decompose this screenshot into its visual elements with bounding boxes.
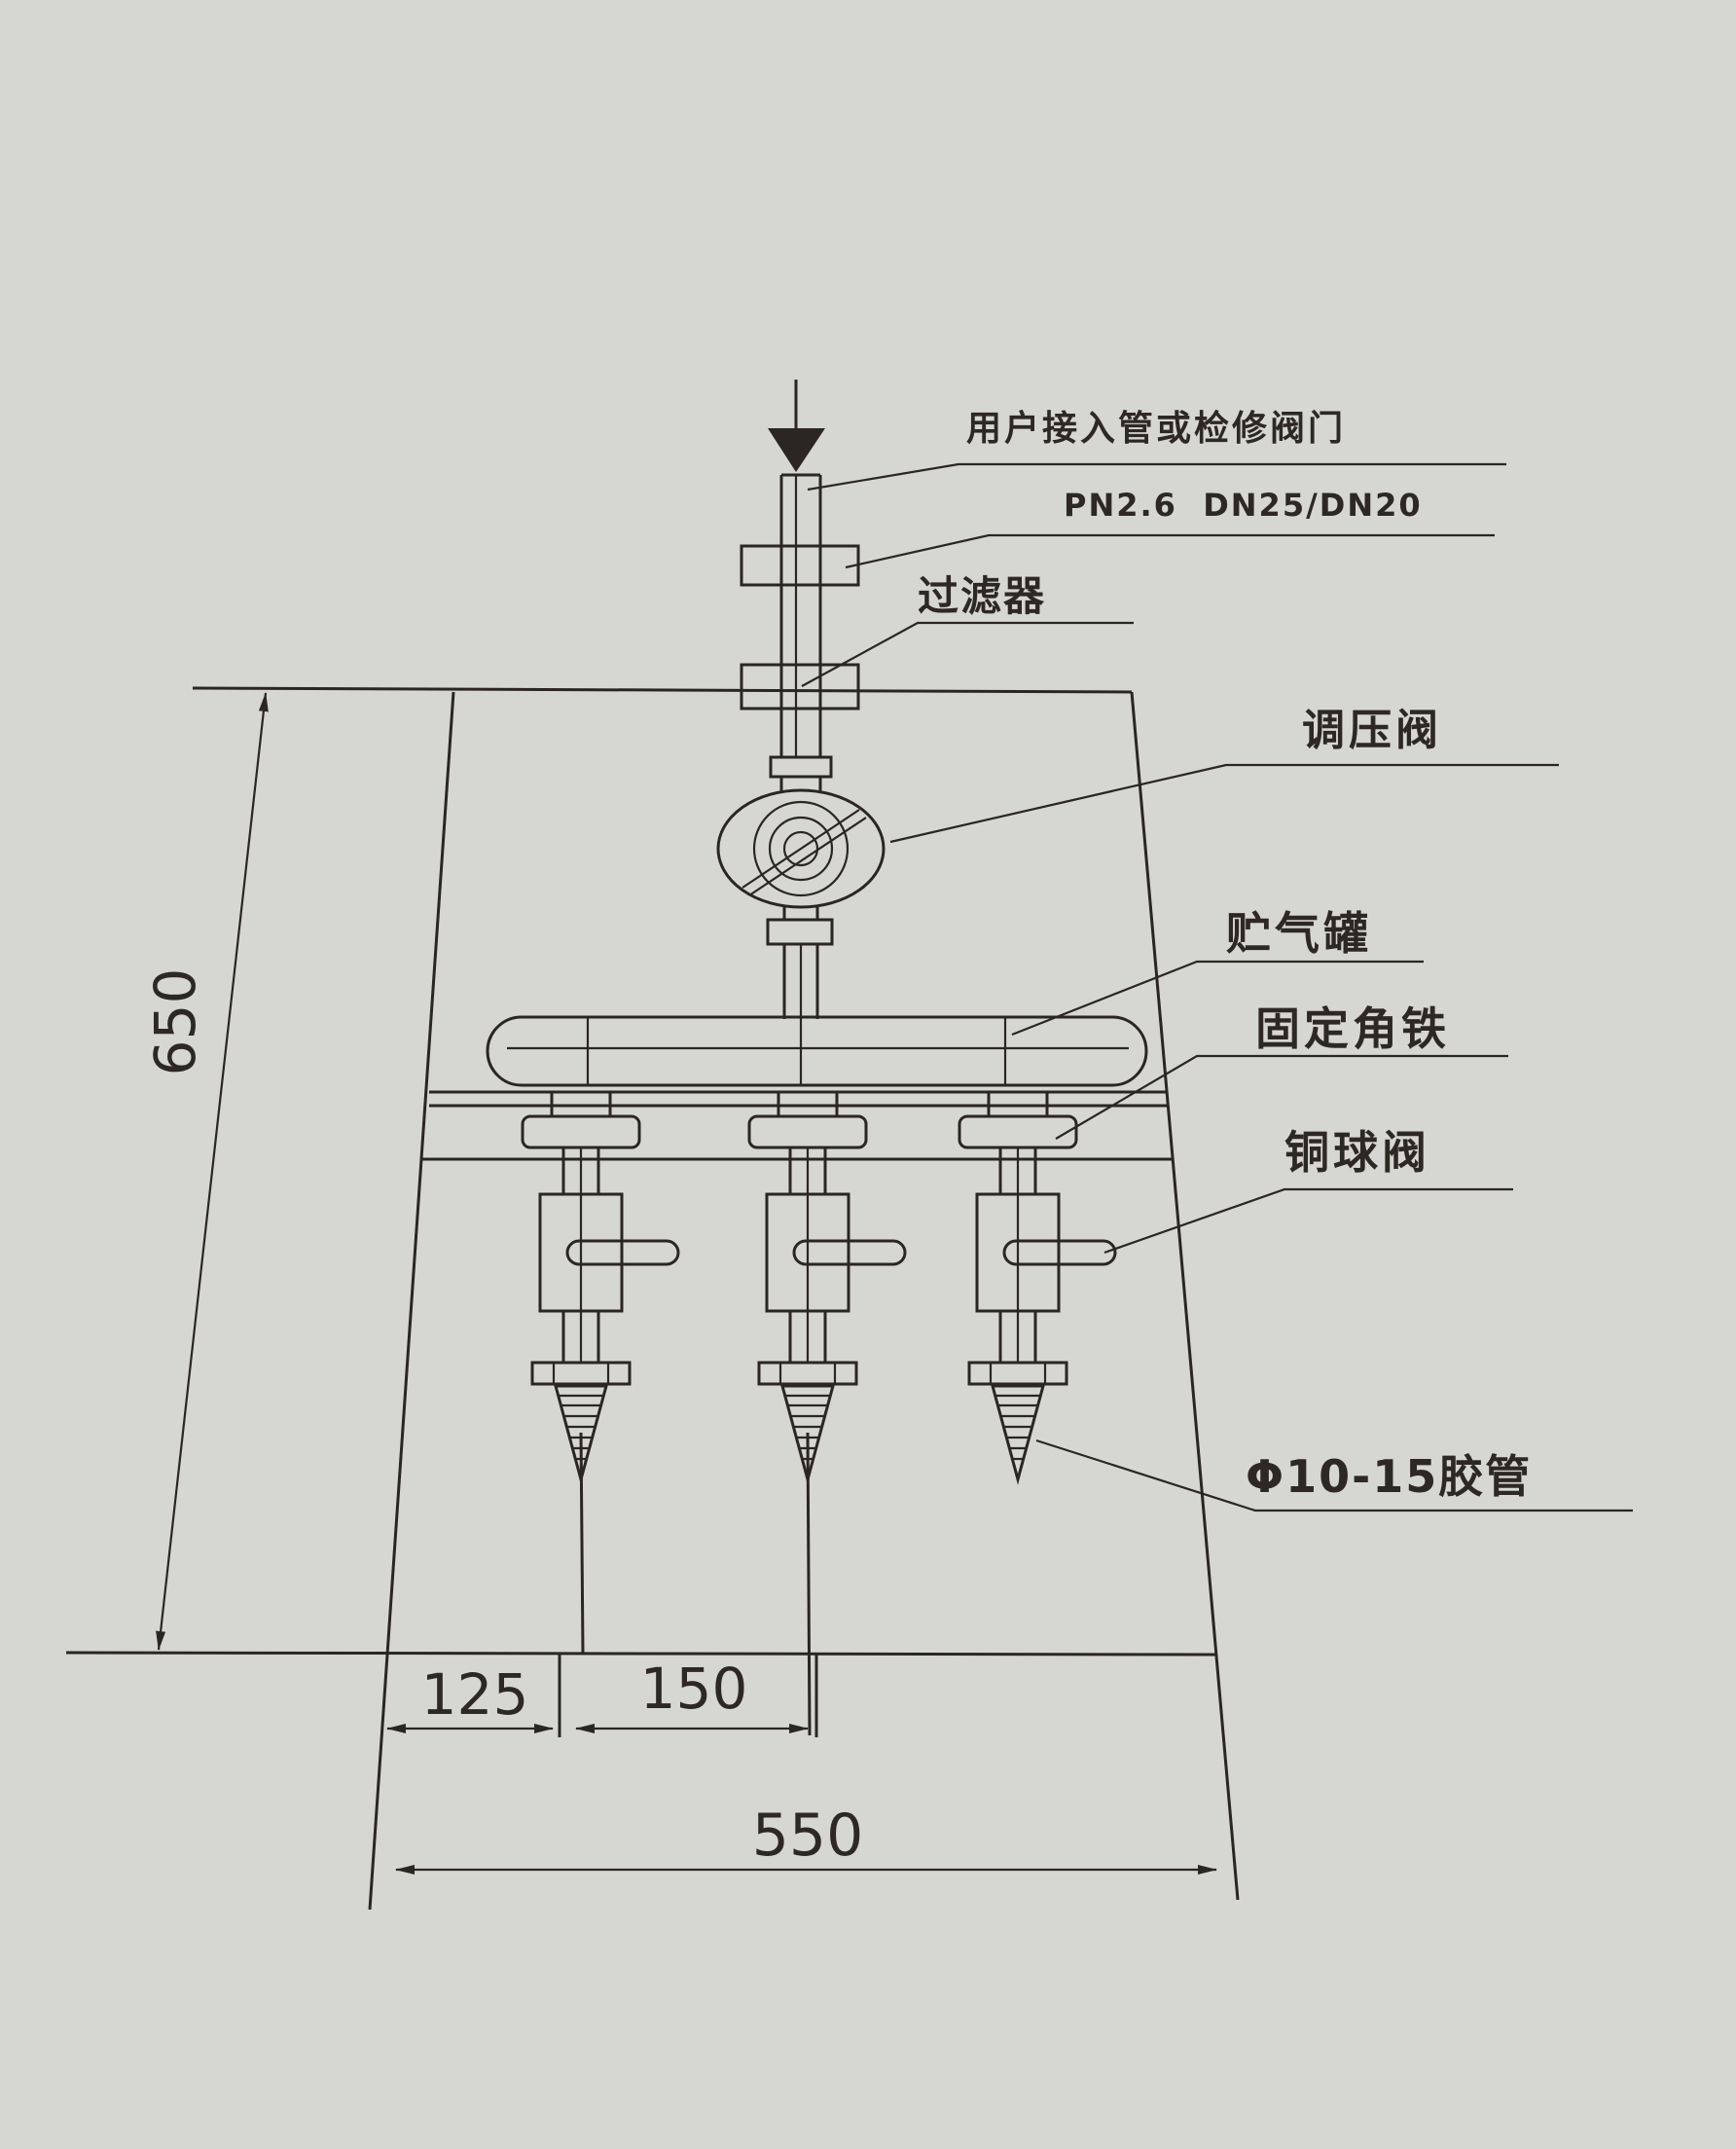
label-pipe-spec: PN2.6 DN25/DN20	[1064, 487, 1423, 524]
outlet-branch-left	[521, 1090, 680, 1654]
label-inlet-valve: 用户接入管或检修阀门	[966, 409, 1346, 449]
leader-lines	[801, 462, 1633, 1512]
rubber-hose	[579, 1432, 585, 1654]
cabinet-outline	[65, 686, 1240, 1911]
gas-storage-tank	[486, 1015, 1148, 1087]
dimension-height: 650	[142, 968, 208, 1076]
dimension-labels: 650 125 150 550	[142, 968, 863, 1870]
inlet-arrow-icon	[768, 380, 825, 472]
dimension-height-arrow	[156, 692, 269, 1651]
label-angle-iron: 固定角铁	[1255, 1002, 1450, 1055]
label-ball-valve: 铜球阀	[1284, 1126, 1430, 1179]
main-pipe	[740, 473, 860, 1019]
union-nut	[521, 1114, 641, 1149]
dimension-width: 550	[752, 1802, 864, 1870]
hose-nozzle	[991, 1384, 1045, 1481]
union-nut	[958, 1114, 1078, 1149]
labels: 用户接入管或检修阀门 PN2.6 DN25/DN20 过滤器 调压阀 贮气罐 固…	[918, 409, 1532, 1503]
outlet-branches	[521, 1090, 1117, 1736]
label-regulator: 调压阀	[1302, 706, 1442, 755]
ball-valve-handle	[565, 1239, 680, 1266]
union-nut	[747, 1114, 868, 1149]
angle-iron-rails	[422, 1090, 1173, 1161]
rubber-hose	[806, 1432, 812, 1736]
label-gas-tank: 贮气罐	[1226, 907, 1372, 960]
dimension-offset: 125	[421, 1661, 529, 1728]
label-hose: Φ10-15胶管	[1246, 1450, 1532, 1503]
dimension-spacing: 150	[640, 1656, 748, 1722]
ball-valve-handle	[1002, 1239, 1117, 1266]
outlet-branch-center	[747, 1090, 907, 1736]
dimension-lines	[156, 692, 1217, 1875]
ball-valve-handle	[792, 1239, 907, 1266]
outlet-branch-right	[958, 1090, 1117, 1481]
label-filter: 过滤器	[918, 572, 1046, 620]
pressure-regulator	[716, 788, 886, 909]
